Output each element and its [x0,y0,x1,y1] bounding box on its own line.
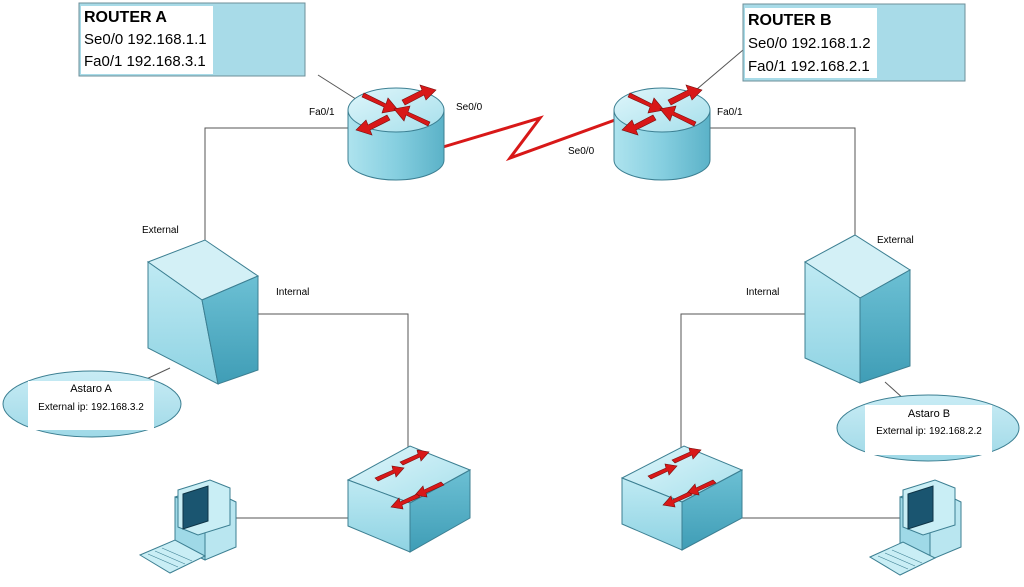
pc-b-icon [868,479,962,576]
firewall-a-icon [146,239,260,385]
router-b-line2: Fa0/1 192.168.2.1 [748,58,870,75]
router-a-title: ROUTER A [84,9,167,26]
astaro-b-name: Astaro B [908,408,950,420]
serial-link [442,115,616,162]
switch-a-icon [346,445,472,553]
astaro-b-external-label: External [877,235,914,246]
router-b-info-box: ROUTER B Se0/0 192.168.1.2 Fa0/1 192.168… [742,3,966,82]
link-astaro-b-to-switch-b [680,313,808,452]
astaro-b-label: Astaro B External ip: 192.168.2.2 [836,394,1020,462]
pc-a-icon [138,479,237,574]
router-a-fa01-label: Fa0/1 [309,107,335,118]
astaro-a-label: Astaro A External ip: 192.168.3.2 [2,370,182,438]
router-b-icon [613,84,711,181]
firewall-b-icon [804,234,911,384]
callout-router-b [689,49,744,96]
astaro-a-ip: External ip: 192.168.3.2 [38,402,144,413]
router-a-se00-label: Se0/0 [456,102,483,113]
switch-b-icon [620,445,744,551]
router-a-icon [347,84,445,181]
router-a-info-box: ROUTER A Se0/0 192.168.1.1 Fa0/1 192.168… [78,2,306,77]
astaro-a-name: Astaro A [70,383,112,395]
link-astaro-a-to-switch-a [258,313,409,455]
router-b-se00-label: Se0/0 [568,146,595,157]
router-b-title: ROUTER B [748,12,832,29]
router-a-line2: Fa0/1 192.168.3.1 [84,53,206,70]
astaro-b-ip: External ip: 192.168.2.2 [876,426,982,437]
links [139,49,906,519]
link-router-b-to-astaro-b [710,127,856,245]
router-a-line1: Se0/0 192.168.1.1 [84,31,207,48]
router-b-fa01-label: Fa0/1 [717,107,743,118]
astaro-a-internal-label: Internal [276,287,309,298]
router-b-line1: Se0/0 192.168.1.2 [748,35,871,52]
link-router-a-to-astaro-a [204,127,350,252]
astaro-b-internal-label: Internal [746,287,779,298]
astaro-a-external-label: External [142,225,179,236]
